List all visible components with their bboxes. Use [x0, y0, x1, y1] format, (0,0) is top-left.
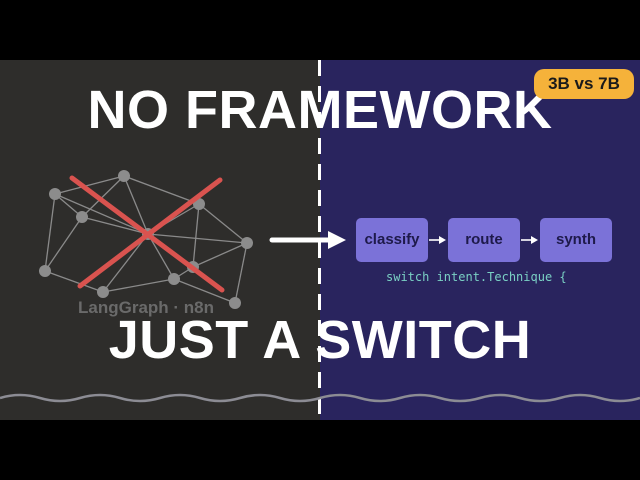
code-snippet: switch intent.Technique { [386, 270, 567, 284]
graph-nodes [39, 170, 253, 309]
headline-bottom: JUST A SWITCH [108, 310, 532, 370]
headline-top: NO FRAMEWORK [87, 80, 553, 140]
flow-step-classify: classify [356, 218, 428, 262]
flow-step-synth: synth [540, 218, 612, 262]
framework-label: LangGraph · n8n [78, 298, 214, 317]
flow-step-route: route [448, 218, 520, 262]
model-size-badge: 3B vs 7B [534, 69, 634, 99]
